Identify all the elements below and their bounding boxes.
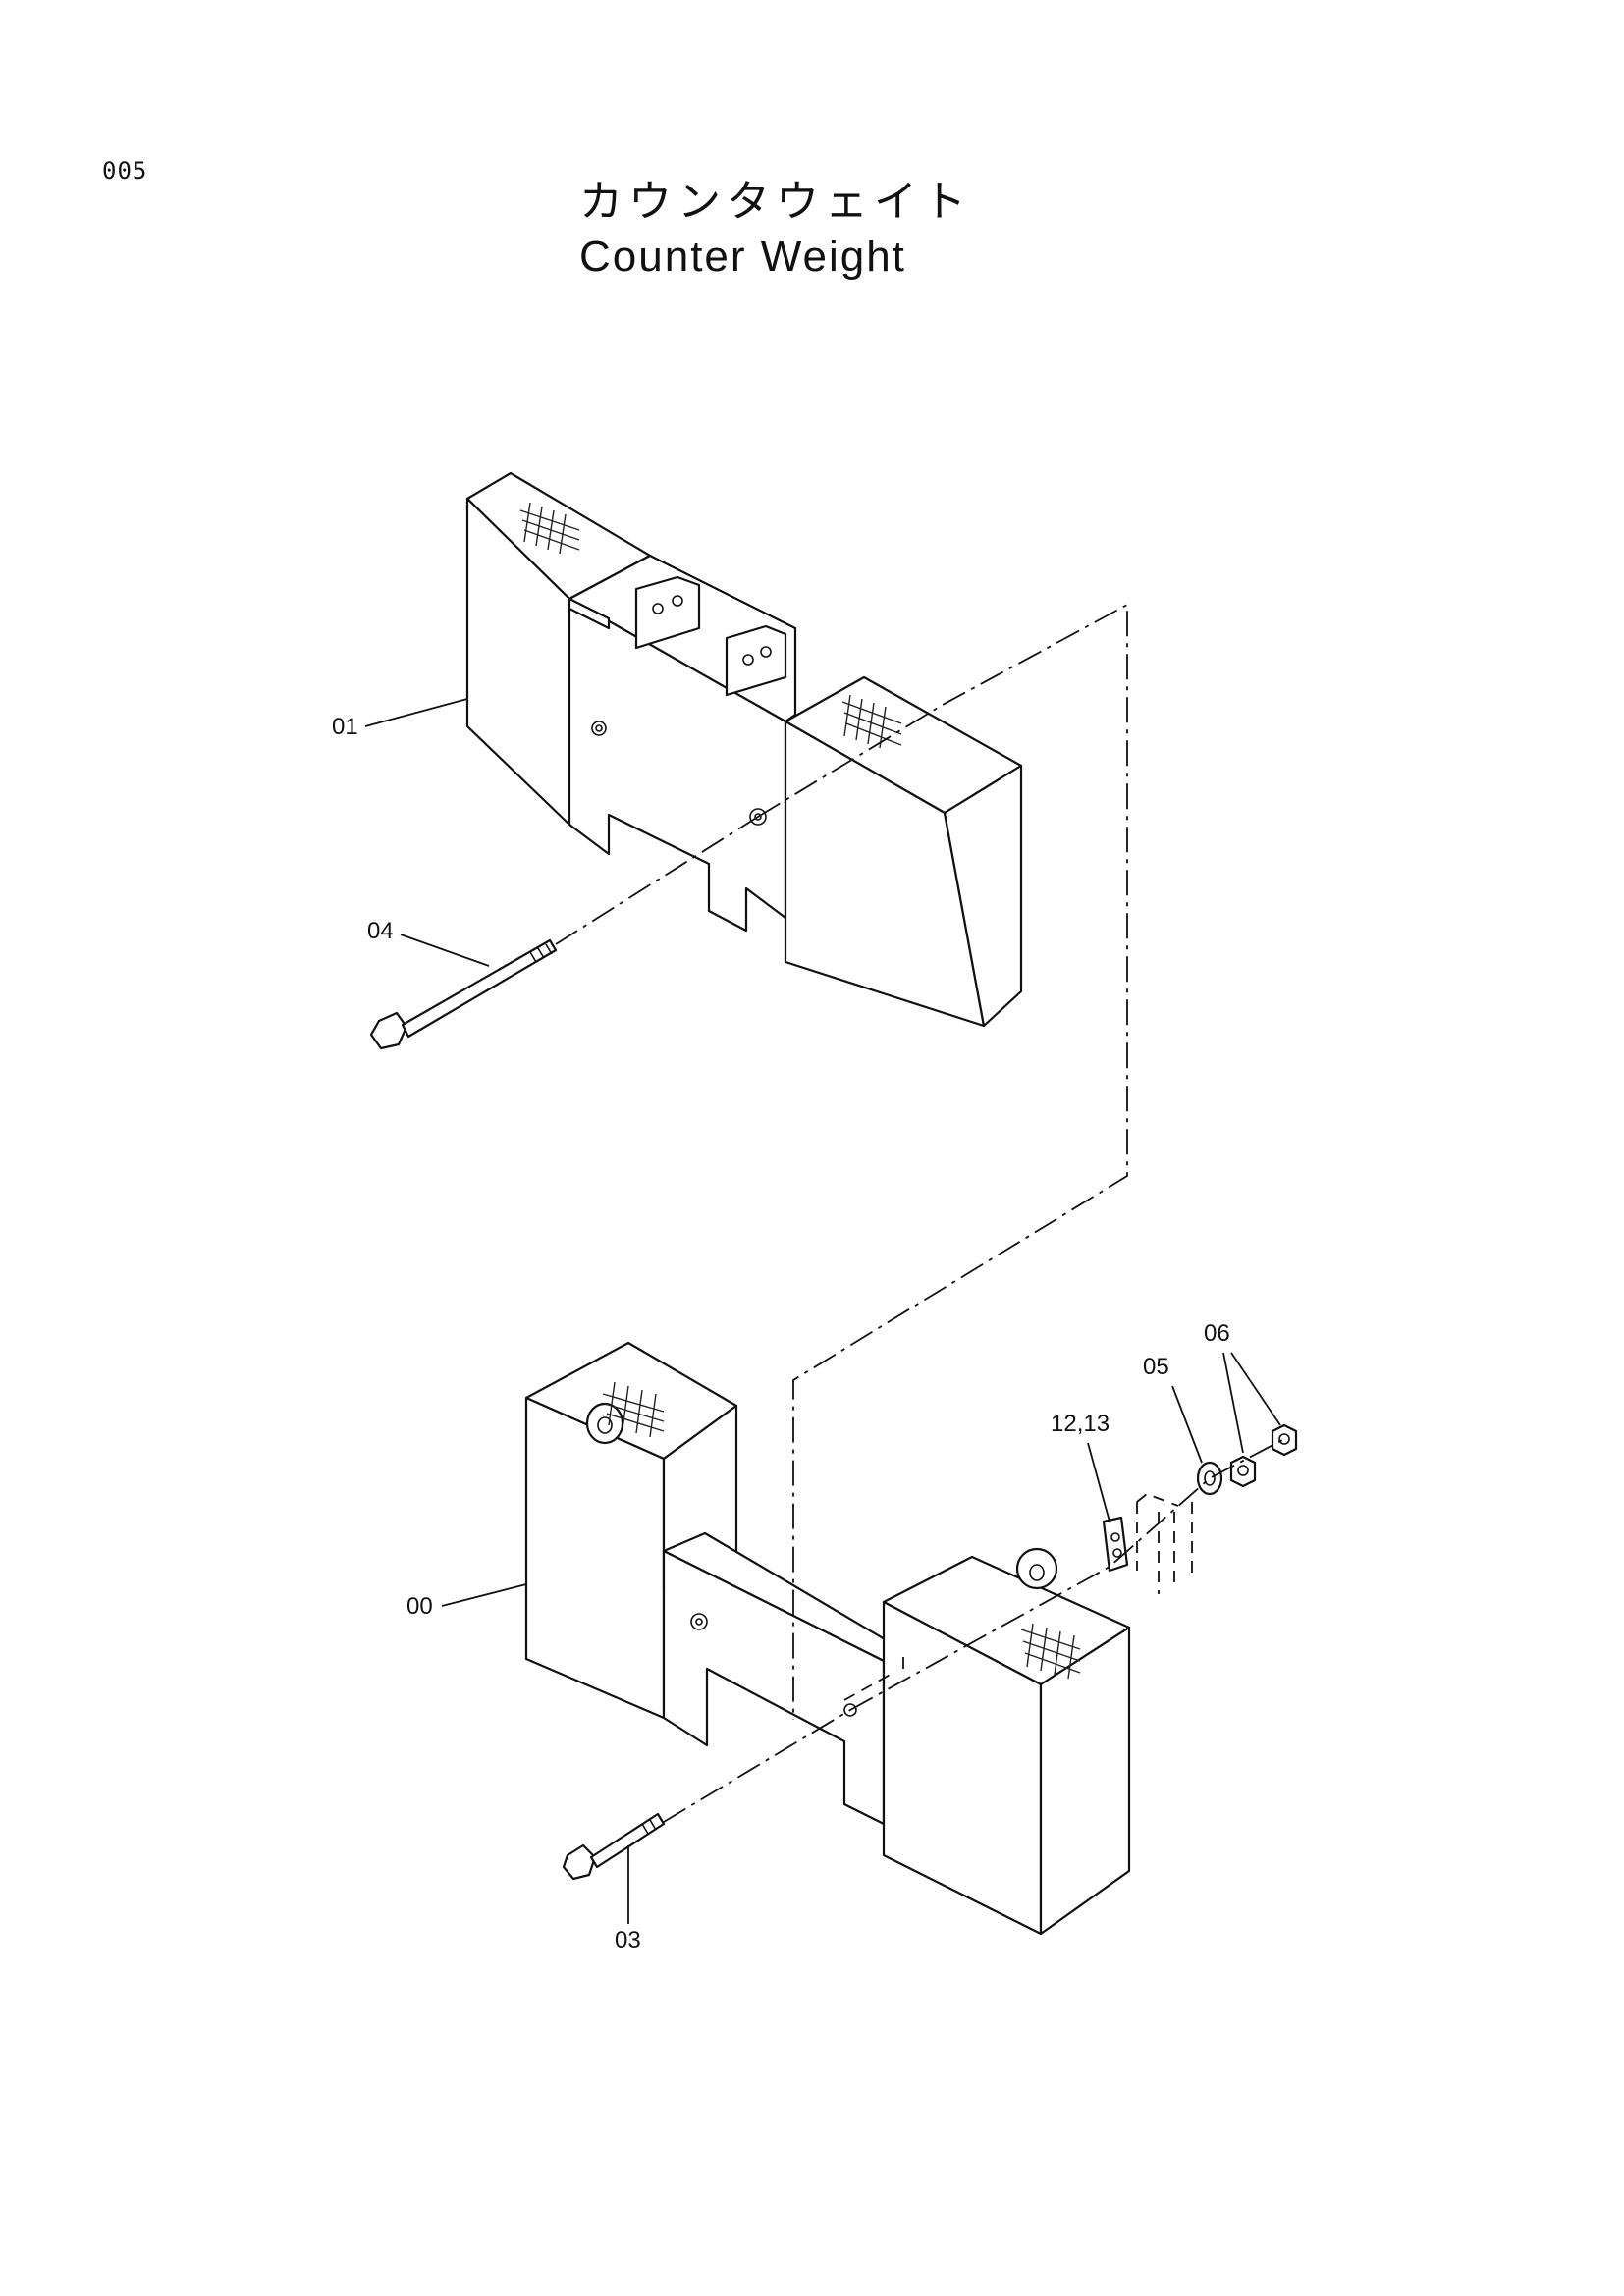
callout-12-13: 12,13 bbox=[1051, 1411, 1110, 1522]
callout-05: 05 bbox=[1143, 1354, 1203, 1464]
nuts-06 bbox=[1229, 1423, 1298, 1488]
title-japanese: カウンタウェイト bbox=[579, 177, 972, 227]
svg-text:06: 06 bbox=[1204, 1320, 1230, 1347]
svg-text:12,13: 12,13 bbox=[1051, 1411, 1110, 1437]
callout-04: 04 bbox=[367, 918, 490, 967]
washer-05 bbox=[1196, 1461, 1223, 1496]
counterweight-upper-01 bbox=[465, 471, 1023, 1028]
svg-text:01: 01 bbox=[332, 714, 358, 740]
page-number: 005 bbox=[102, 157, 148, 185]
callout-03: 03 bbox=[615, 1845, 641, 1953]
callout-06: 06 bbox=[1204, 1320, 1281, 1454]
assembly-lines bbox=[555, 603, 1285, 1823]
title-block: カウンタウェイト Counter Weight bbox=[579, 175, 1090, 285]
title-english: Counter Weight bbox=[579, 233, 906, 281]
bolt-03 bbox=[562, 1812, 666, 1881]
callout-01: 01 bbox=[332, 698, 468, 740]
bolt-04 bbox=[369, 938, 558, 1050]
svg-text:03: 03 bbox=[615, 1927, 641, 1953]
svg-text:05: 05 bbox=[1143, 1354, 1169, 1380]
callout-00: 00 bbox=[406, 1583, 527, 1620]
svg-text:04: 04 bbox=[367, 918, 394, 944]
counterweight-lower-00 bbox=[524, 1341, 1131, 1936]
bracket-hidden bbox=[1136, 1492, 1193, 1594]
svg-text:00: 00 bbox=[406, 1593, 433, 1620]
